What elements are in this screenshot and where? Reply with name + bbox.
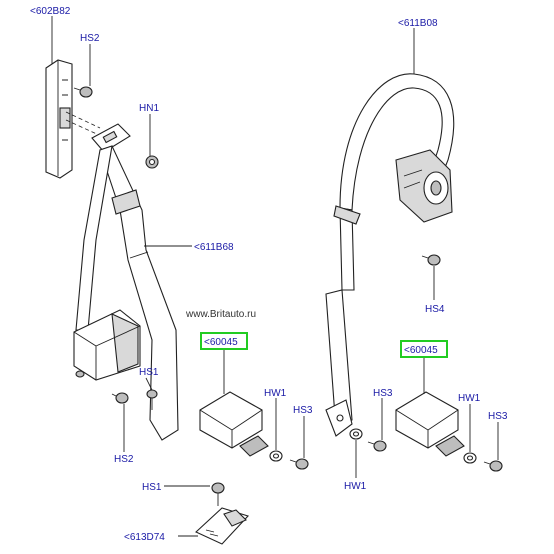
watermark: www.Britauto.ru <box>185 309 256 320</box>
label-hs4: HS4 <box>425 304 445 315</box>
label-60045-right: <60045 <box>404 345 438 356</box>
label-hs3-left: HS3 <box>293 405 313 416</box>
label-hs1-mid: HS1 <box>139 367 159 378</box>
label-hs1-bottom: HS1 <box>142 482 162 493</box>
label-hs3-right: HS3 <box>373 388 393 399</box>
label-hw1-right: HW1 <box>458 393 481 404</box>
webbing-611b08 <box>325 73 455 431</box>
alignment-line-1 <box>65 119 111 141</box>
retractor-left <box>73 309 141 381</box>
washer-hw1-right <box>463 452 477 464</box>
leader-hs1-mid <box>145 377 153 391</box>
label-611b08: <611B08 <box>398 18 438 29</box>
webbing-611b68 <box>75 145 179 441</box>
alignment-line-2 <box>65 111 101 129</box>
anchor-bracket-613d74 <box>195 507 249 545</box>
bolt-hs2-bottom <box>111 392 129 404</box>
label-hw1-left: HW1 <box>264 388 287 399</box>
bolt-hs3-left <box>289 458 309 470</box>
retractor-right <box>395 149 453 223</box>
lower-anchor-plate <box>325 399 353 437</box>
label-60045-left: <60045 <box>204 337 238 348</box>
label-hs2-top: HS2 <box>80 33 100 44</box>
bolt-hs4 <box>421 254 441 266</box>
label-hs3-far-right: HS3 <box>488 411 508 422</box>
bolt-hs2-top <box>73 86 93 98</box>
d-loop-bracket <box>91 123 131 153</box>
label-613d74: <613D74 <box>124 532 165 543</box>
buckle-left <box>199 391 269 457</box>
bolt-hs1-bottom <box>211 482 225 506</box>
nut-hn1 <box>145 155 159 169</box>
washer-hw1-left <box>269 450 283 462</box>
bolt-hs3-far-right <box>483 460 503 472</box>
label-611b68: <611B68 <box>194 242 234 253</box>
highlight-box-60045-right <box>400 340 448 358</box>
label-hs2-bottom: HS2 <box>114 454 134 465</box>
label-hw1-bottom: HW1 <box>344 481 367 492</box>
buckle-right <box>395 391 465 457</box>
label-602b82: <602B82 <box>30 6 71 17</box>
highlight-box-60045-left <box>200 332 248 350</box>
bolt-hs3-right <box>367 440 387 452</box>
washer-hw1-bottom <box>349 428 363 440</box>
height-adjuster-rail <box>45 59 73 179</box>
label-hn1: HN1 <box>139 103 159 114</box>
